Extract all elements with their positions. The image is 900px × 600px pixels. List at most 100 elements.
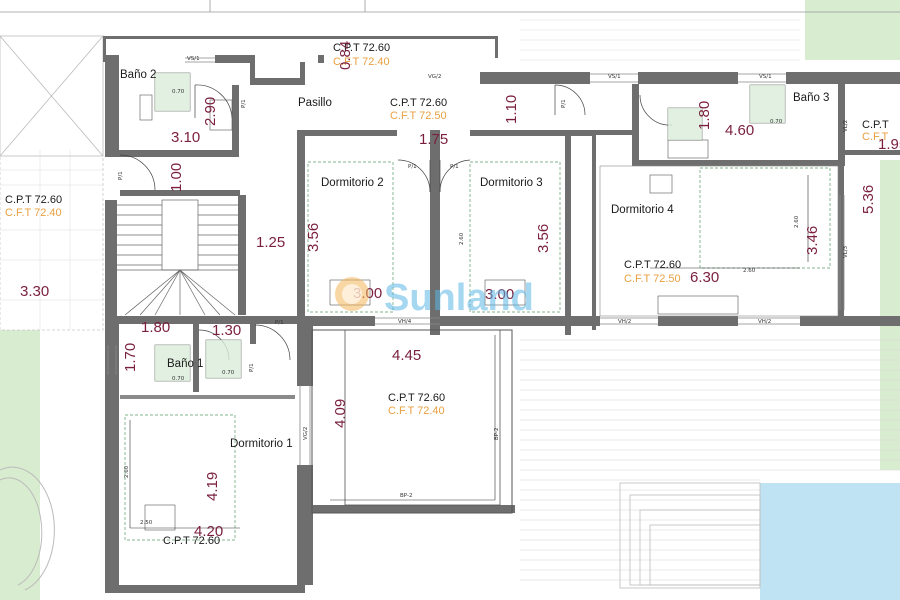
tag-p1-c: P/1 xyxy=(408,164,417,170)
tag-2-50: 2.50 xyxy=(140,520,153,526)
door-swings xyxy=(119,84,673,361)
level-cft-dormitorio-4: C.F.T 72.50 xyxy=(624,273,681,285)
level-cpt-balcony: C.P.T 72.60 xyxy=(388,392,445,404)
tag-vs1-b: VS/1 xyxy=(608,74,621,80)
tile-hatch xyxy=(155,73,785,381)
windows xyxy=(107,57,845,465)
dim-3-30: 3.30 xyxy=(20,283,49,300)
dim-1-95: 1.95 xyxy=(878,136,900,153)
tag-p1-b: P/1 xyxy=(118,171,124,180)
room-label-dormitorio-3: Dormitorio 3 xyxy=(480,177,543,189)
dim-1-70: 1.70 xyxy=(122,343,139,372)
bed-dormitorio-1 xyxy=(124,414,236,541)
dim-1-10: 1.10 xyxy=(503,95,520,124)
tag-vg2-a: VG/2 xyxy=(428,74,441,80)
tag-vh2-b: VH/2 xyxy=(758,319,771,325)
dim-3-10: 3.10 xyxy=(171,129,200,146)
level-cft-right: C.F.T xyxy=(862,131,889,143)
room-label-bano-1: Baño 1 xyxy=(167,358,203,370)
tag-2-60-b: 2.60 xyxy=(794,215,800,228)
room-labels: Baño 2 Pasillo Baño 3 Dormitorio 2 Dormi… xyxy=(120,69,829,450)
dormitorio-4-outline xyxy=(599,165,839,317)
level-cpt-dormitorio-4: C.P.T 72.60 xyxy=(624,259,681,271)
level-cft-balcony: C.F.T 72.40 xyxy=(388,405,445,417)
dim-3-56-b: 3.56 xyxy=(535,224,552,253)
bed-dormitorio-3 xyxy=(469,161,561,313)
tag-2-60-a: 2.60 xyxy=(459,232,465,245)
garden-curve xyxy=(0,466,55,591)
dim-0-84: 0.84 xyxy=(337,41,354,70)
staircase xyxy=(117,199,238,316)
tag-2-60-d: 2.60 xyxy=(124,465,130,478)
walls xyxy=(103,36,900,593)
dim-1-30: 1.30 xyxy=(212,322,241,339)
level-cpt-top: C.P.T 72.60 xyxy=(333,42,390,54)
beds xyxy=(124,161,831,541)
tag-bp2-a: BP-2 xyxy=(400,493,412,499)
room-label-bano-2: Baño 2 xyxy=(120,69,156,81)
watermark: Sunland xyxy=(335,277,534,319)
room-label-dormitorio-4: Dormitorio 4 xyxy=(611,204,674,216)
level-cft-pasillo: C.F.T 72.50 xyxy=(390,110,447,122)
tag-vs1-c: VS/1 xyxy=(759,74,772,80)
dim-5-36: 5.36 xyxy=(860,185,877,214)
lawn-area-left xyxy=(0,330,40,600)
dim-1-00: 1.00 xyxy=(168,163,185,192)
dim-6-30: 6.30 xyxy=(690,269,719,286)
pool xyxy=(760,483,900,600)
lawn-area-right xyxy=(880,160,900,470)
lawn-area-top xyxy=(805,0,900,60)
tag-0-70-d: 0.70 xyxy=(222,370,235,376)
room-label-dormitorio-1: Dormitorio 1 xyxy=(230,438,293,450)
garden-curve-inner xyxy=(0,477,43,586)
level-cft-top: C.F.T 72.40 xyxy=(333,56,390,68)
tag-0-70-a: 0.70 xyxy=(172,89,185,95)
dimensions: 0.84 2.90 3.10 1.10 1.75 1.80 4.60 1.95 … xyxy=(20,41,900,540)
tag-bp2-b: BP-2 xyxy=(494,428,500,440)
tag-vl3: VL/3 xyxy=(843,245,849,258)
dim-4-09: 4.09 xyxy=(332,399,349,428)
room-label-pasillo: Pasillo xyxy=(298,97,332,109)
level-annotations: C.P.T 72.60 C.F.T 72.40 C.P.T 72.60 C.F.… xyxy=(5,42,889,547)
dim-3-46: 3.46 xyxy=(804,226,821,255)
tag-p1-f: P/1 xyxy=(275,320,284,326)
level-cpt-pasillo: C.P.T 72.60 xyxy=(390,97,447,109)
tag-vg2-b: VG/2 xyxy=(303,427,309,440)
watermark-text: Sunland xyxy=(384,277,534,319)
tag-vh2-a: VH/2 xyxy=(618,319,631,325)
void-cross xyxy=(0,35,104,157)
dim-3-56-a: 3.56 xyxy=(305,223,322,252)
top-terrace xyxy=(520,19,800,61)
tag-p1-e: P/1 xyxy=(561,99,567,108)
room-label-bano-3: Baño 3 xyxy=(793,92,829,104)
tag-p1-g: P/1 xyxy=(249,363,255,372)
dim-1-80-top: 1.80 xyxy=(696,101,713,130)
left-terrace-outline xyxy=(0,155,104,331)
balcony-inner xyxy=(344,329,501,506)
dim-4-20: 4.20 xyxy=(194,523,223,540)
dim-2-90: 2.90 xyxy=(202,97,219,126)
dim-1-80-bottom: 1.80 xyxy=(141,319,170,336)
level-cpt-left: C.P.T 72.60 xyxy=(5,194,62,206)
bed-dormitorio-2 xyxy=(307,161,394,313)
tag-p1-d: P/1 xyxy=(450,164,459,170)
element-tags: VS/1 VS/1 VS/1 VG/2 VG/2 VH/4 VH/2 VH/2 … xyxy=(118,56,849,526)
tag-0-70-b: 0.70 xyxy=(770,119,783,125)
tag-vh4: VH/4 xyxy=(398,319,412,325)
dim-4-19: 4.19 xyxy=(204,472,221,501)
level-cpt-bottom: C.P.T 72.60 xyxy=(163,535,220,547)
level-cpt-right: C.P.T xyxy=(862,119,889,131)
room-label-dormitorio-2: Dormitorio 2 xyxy=(321,177,384,189)
tag-2-60-c: 2.60 xyxy=(743,268,756,274)
dim-1-75: 1.75 xyxy=(419,131,448,148)
terrace-deck xyxy=(520,339,900,581)
tag-0-70-c: 0.70 xyxy=(172,376,185,382)
tag-vs1-a: VS/1 xyxy=(187,56,200,62)
pool-steps xyxy=(619,482,761,589)
dim-1-25: 1.25 xyxy=(256,234,285,251)
level-cft-left: C.F.T 72.40 xyxy=(5,207,62,219)
tag-vl2: VL/2 xyxy=(843,120,849,132)
left-terrace-grid xyxy=(0,150,103,330)
